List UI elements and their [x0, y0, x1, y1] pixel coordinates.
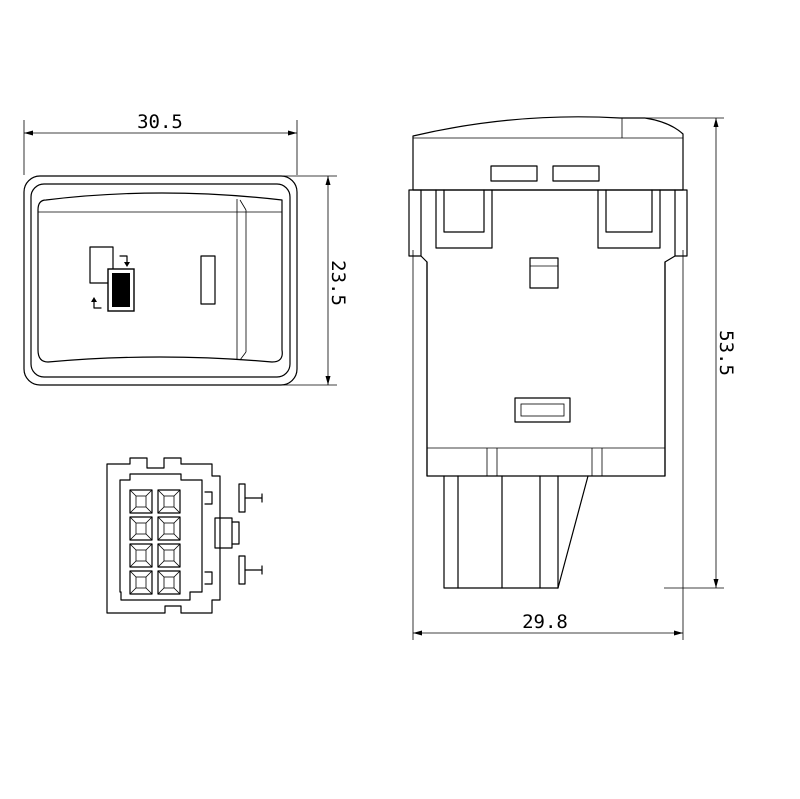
connector-latch [204, 483, 263, 585]
front-height-label: 23.5 [327, 260, 349, 306]
dim-front-width: 30.5 [23, 111, 298, 175]
terminal-cavity [157, 570, 181, 595]
terminal-cavities [129, 489, 181, 595]
side-view: 53.5 29.8 [408, 116, 737, 640]
terminal-cavity [157, 516, 181, 541]
dim-front-height: 23.5 [282, 175, 349, 386]
side-flange [408, 189, 422, 257]
side-height-label: 53.5 [715, 330, 737, 376]
terminal-cavity [129, 516, 153, 541]
side-terminals [443, 475, 559, 589]
terminal-cavity [157, 543, 181, 568]
bezel-outer [23, 175, 298, 386]
connector-view [106, 457, 263, 614]
connector-housing [106, 457, 221, 614]
side-body [420, 255, 676, 477]
side-cap [412, 116, 684, 191]
indicator-slot [200, 255, 216, 305]
side-width-label: 29.8 [522, 611, 568, 633]
terminal-cavity [129, 570, 153, 595]
window-lock-icon [89, 246, 135, 312]
rocker-face [37, 192, 283, 363]
terminal-cavity [129, 489, 153, 514]
dim-side-height: 53.5 [620, 117, 737, 589]
dim-side-width: 29.8 [412, 250, 684, 640]
bezel-inner [30, 183, 291, 378]
front-view: 30.5 23.5 [23, 111, 349, 386]
terminal-cavity [129, 543, 153, 568]
front-width-label: 30.5 [137, 111, 183, 133]
terminal-cavity [157, 489, 181, 514]
